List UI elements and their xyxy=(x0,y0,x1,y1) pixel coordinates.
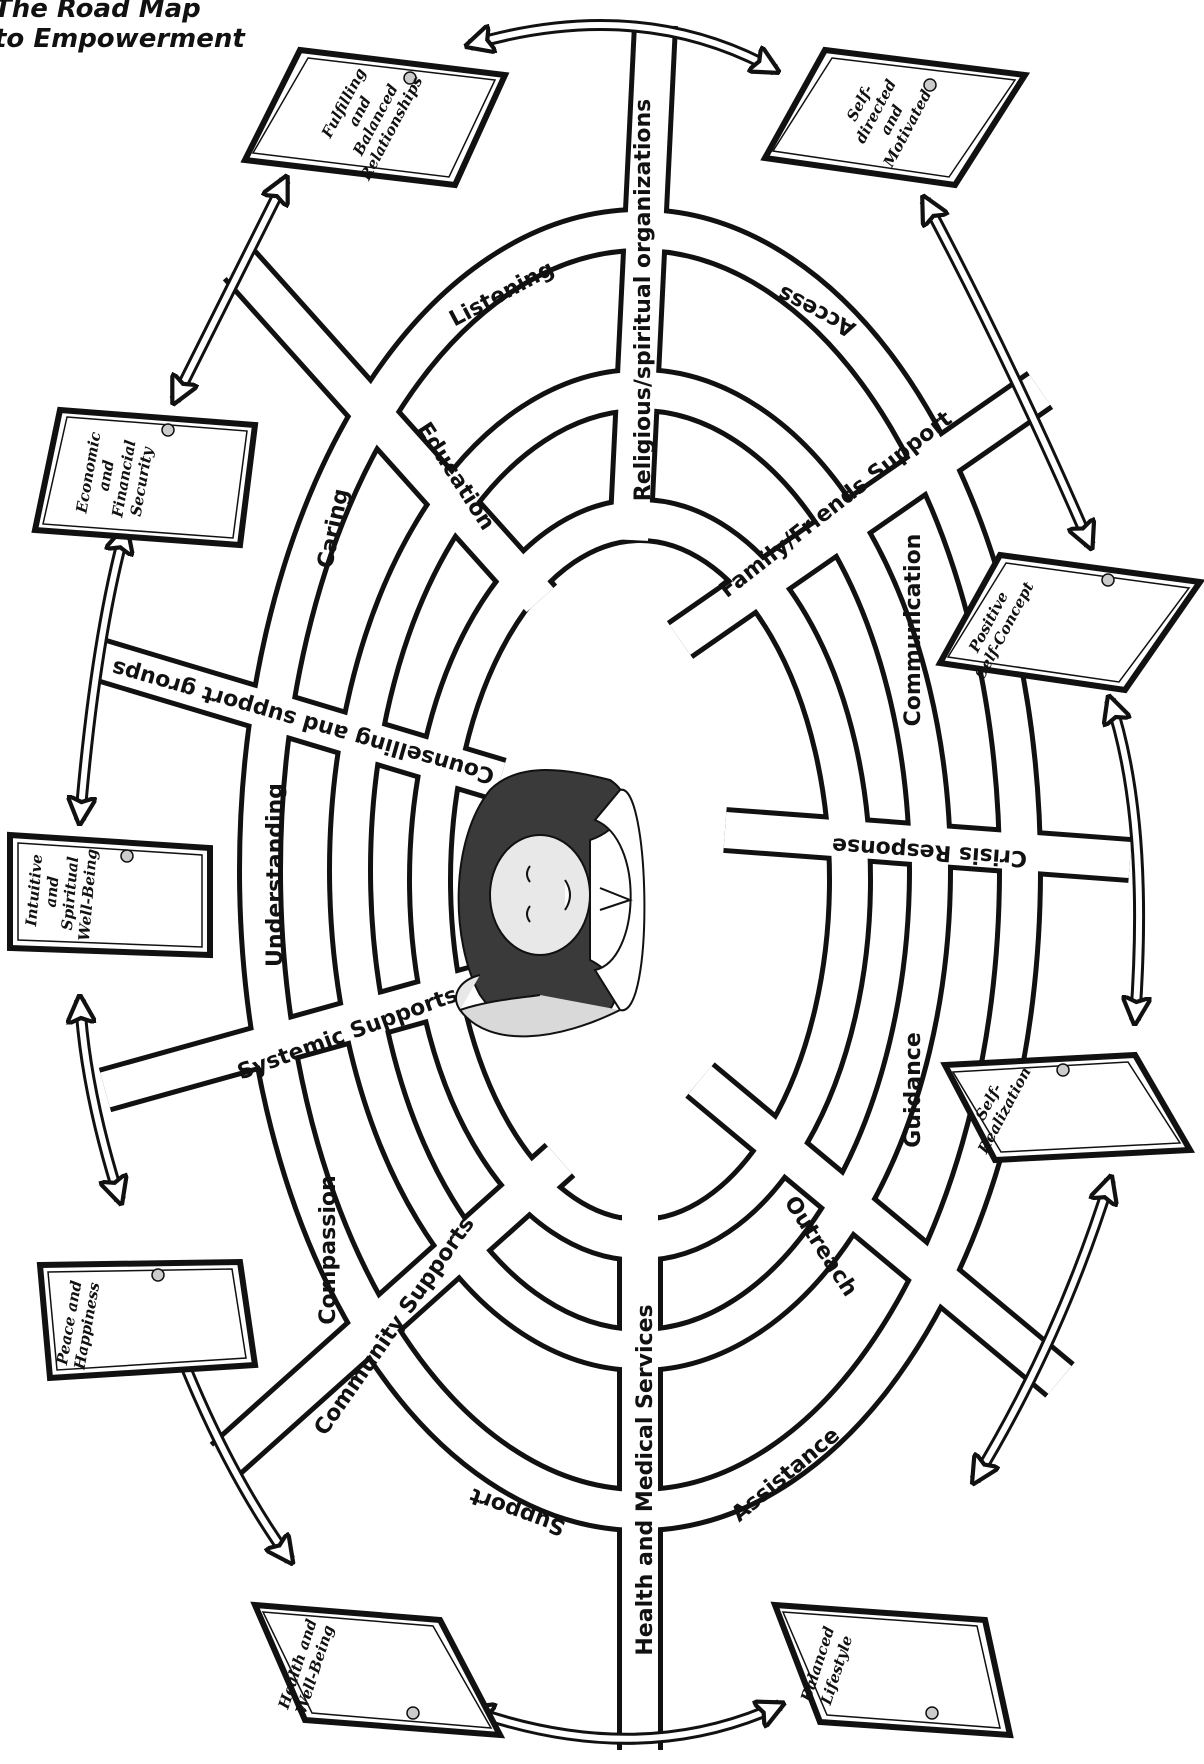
road-label-health: Health and Medical Services xyxy=(633,1304,658,1655)
sign-peace: Peace and Happiness xyxy=(40,1262,255,1378)
sign-pin xyxy=(1102,574,1114,586)
sign-economic: Economic and Financial Security xyxy=(35,410,255,545)
road-label-guidance: Guidance xyxy=(901,1032,926,1147)
sign-balanced: Balanced Lifestyle xyxy=(775,1605,1010,1735)
sign-fulfilling: Fulfilling and Balanced Relationships xyxy=(245,48,505,185)
sign-pin xyxy=(407,1707,419,1719)
road-label-religious: Religious/spiritual organizations xyxy=(631,99,656,501)
sign-pin xyxy=(152,1269,164,1281)
sign-pin xyxy=(926,1707,938,1719)
sign-pin xyxy=(1057,1064,1069,1076)
road-label-compassion: Compassion xyxy=(316,1175,341,1324)
road-label-communication: Communication xyxy=(901,534,926,727)
sign-selfdirected: Self- directed and Motivated xyxy=(765,50,1025,185)
sign-health: Health and Well-Being xyxy=(255,1605,500,1735)
woman-figure xyxy=(456,770,644,1036)
sign-pin xyxy=(121,850,133,862)
sign-pin xyxy=(162,424,174,436)
sign-pin xyxy=(924,79,936,91)
arrow-religious-top xyxy=(470,25,775,70)
sign-selfreal: Self- Realization xyxy=(945,1055,1190,1160)
roads xyxy=(100,25,1130,1750)
sign-intuitive: Intuitive and Spiritual Well-Being xyxy=(10,835,210,955)
road-label-understanding: Understanding xyxy=(263,783,288,967)
